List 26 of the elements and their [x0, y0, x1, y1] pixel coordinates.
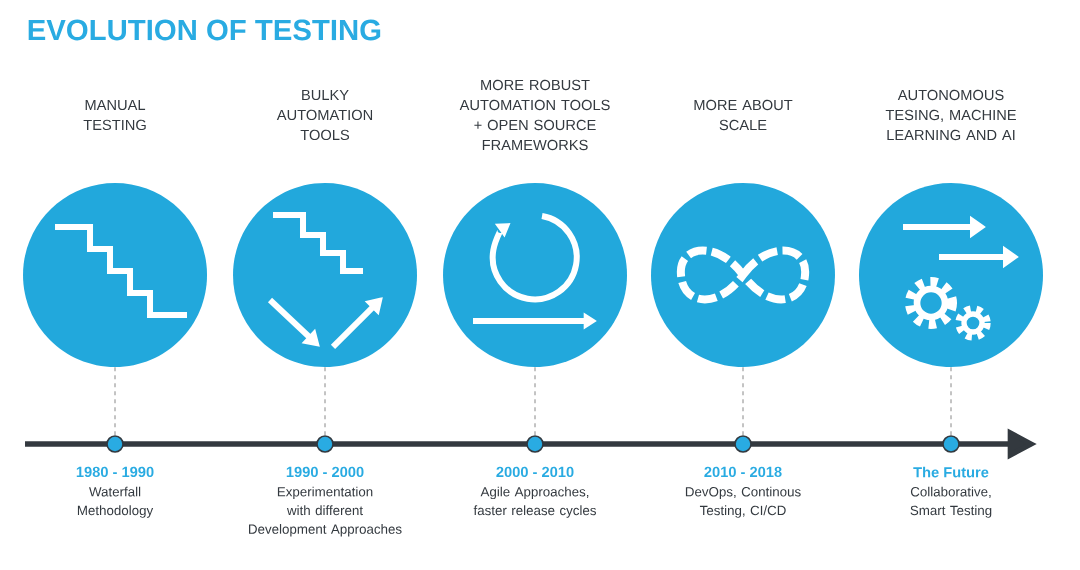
dashed-connector	[324, 366, 326, 436]
date-label: 1990 - 2000	[286, 466, 364, 478]
description: Agile Approaches, faster release cycles	[473, 486, 596, 518]
era-heading: AUTONOMOUS TESING, MACHINE LEARNING AND AI	[885, 89, 1016, 141]
timeline-dot	[316, 435, 334, 453]
date-label: 1980 - 1990	[76, 466, 154, 478]
description: Collaborative, Smart Testing	[910, 486, 992, 518]
description: DevOps, Continous Testing, CI/CD	[685, 486, 801, 518]
era-heading: MORE ROBUST AUTOMATION TOOLS + OPEN SOURCE FRAMEWORKS	[459, 79, 610, 151]
dashed-connector	[534, 366, 536, 436]
description: Experimentation with different Development Approaches	[249, 486, 402, 537]
title: EVOLUTION OF TESTING	[28, 19, 381, 41]
timeline-dot	[106, 435, 124, 453]
era-heading: MANUAL TESTING	[83, 99, 146, 131]
timeline-dot	[526, 435, 544, 453]
dashed-connector	[742, 366, 744, 436]
date-label: The Future	[913, 466, 989, 478]
timeline-dot	[942, 435, 960, 453]
dashed-connector	[114, 366, 116, 436]
date-label: 2010 - 2018	[704, 466, 782, 478]
era-heading: MORE ABOUT SCALE	[694, 99, 793, 131]
dashed-connector	[950, 366, 952, 436]
era-heading: BULKY AUTOMATION TOOLS	[276, 89, 373, 141]
timeline-dot	[734, 435, 752, 453]
date-label: 2000 - 2010	[496, 466, 574, 478]
description: Waterfall Methodology	[77, 486, 154, 518]
